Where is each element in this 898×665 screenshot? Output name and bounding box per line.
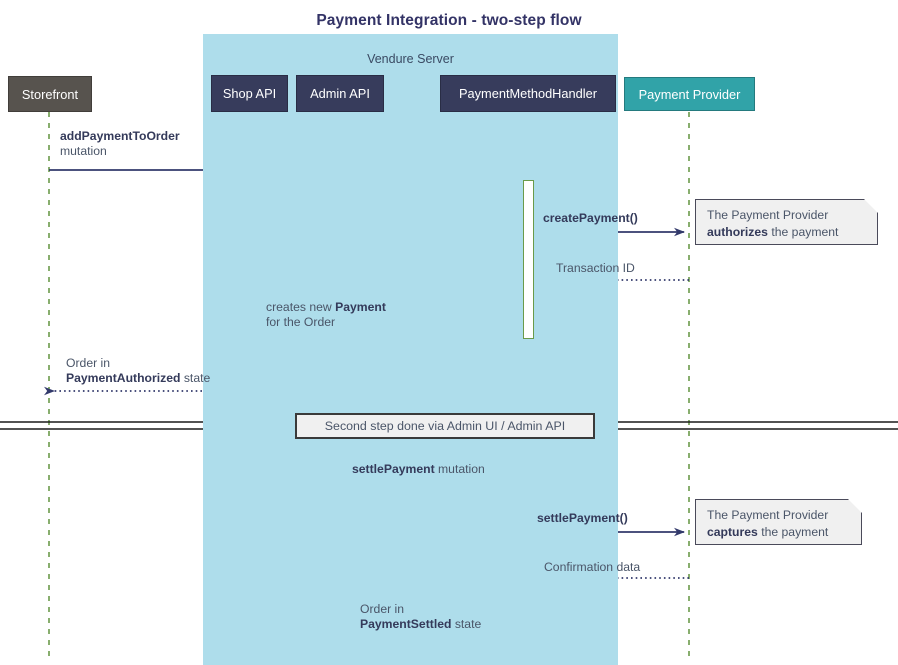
note-fold-lines [846,200,877,515]
participant-label-payment-method-handler: PaymentMethodHandler [459,86,597,101]
note-line: The Payment Provider [707,508,829,522]
divider-rules [0,421,898,430]
message-label-line: settlePayment mutation [352,462,485,476]
divider-label: Second step done via Admin UI / Admin AP… [324,419,566,433]
participant-label-storefront: Storefront [21,86,79,102]
participant-payment-method-handler[interactable]: PaymentMethodHandler [440,75,616,112]
message-label-line: Confirmation data [544,560,641,574]
group-box-vendure-server [203,34,618,665]
note-line: The Payment Provider [707,208,829,222]
message-label-line: Transaction ID [556,261,635,275]
message-label-line: PaymentSettled state [360,617,482,631]
note-captures: The Payment Provider captures the paymen… [695,499,862,545]
message-label-order-payment-authorized: Order in PaymentAuthorized state [66,356,210,386]
message-label-line: mutation [60,144,107,158]
message-label-line: settlePayment() [537,511,628,525]
message-label-creates-new-payment: creates new Payment for the Order [266,300,386,330]
message-label-order-payment-settled: Order in PaymentSettled state [360,602,481,632]
note-line: captures the payment [707,525,829,539]
message-label-line: creates new Payment [266,300,386,314]
participant-label-admin-api: Admin API [310,86,370,101]
note-fold-corner-icon [864,199,878,213]
message-label-line: addPaymentToOrder [60,129,180,143]
participant-storefront[interactable]: Storefront [8,76,92,112]
participant-payment-provider[interactable]: Payment Provider [624,77,755,111]
message-label-line: Order in [360,602,405,616]
message-label-transaction-id: Transaction ID [556,261,635,276]
message-label-confirmation-data: Confirmation data [544,560,640,575]
message-label-create-payment: createPayment() [543,211,638,226]
participant-label-shop-api: Shop API [222,86,277,101]
page-title: Payment Integration - two-step flow [316,12,582,29]
note-line: authorizes the payment [707,225,839,239]
message-label-add-payment-to-order: addPaymentToOrder mutation [60,129,180,159]
note-fold-corner-icon [848,499,862,513]
message-label-settle-payment-mutation: settlePayment mutation [352,462,485,477]
message-label-line: Order in [66,356,111,370]
participant-label-payment-provider: Payment Provider [638,86,741,102]
message-label-line: for the Order [266,315,336,329]
message-label-line: PaymentAuthorized state [66,371,211,385]
participant-shop-api[interactable]: Shop API [211,75,288,112]
activation-bar-payment-method-handler [523,180,534,339]
note-authorizes: The Payment Provider authorizes the paym… [695,199,878,245]
participant-admin-api[interactable]: Admin API [296,75,384,112]
message-label-line: createPayment() [543,211,638,225]
divider-label-box: Second step done via Admin UI / Admin AP… [295,413,595,439]
message-label-settle-payment-call: settlePayment() [537,511,628,526]
group-label-vendure-server: Vendure Server [367,52,454,66]
